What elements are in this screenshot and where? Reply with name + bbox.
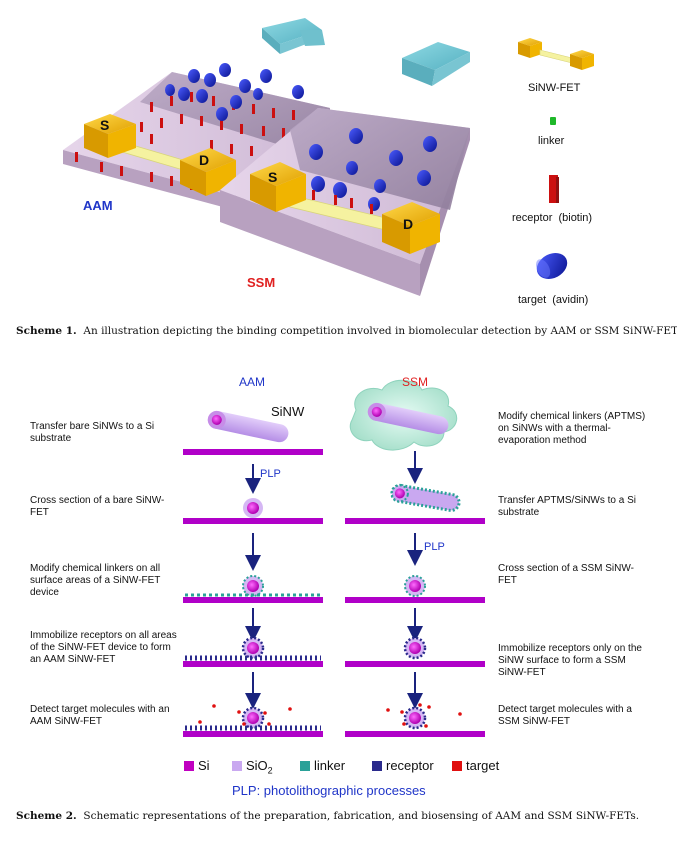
ssm-column-header: SSM xyxy=(402,375,429,389)
scheme1-caption: Scheme 1. An illustration depicting the … xyxy=(16,324,677,338)
scheme2-caption: Scheme 2. Schematic representations of t… xyxy=(16,809,639,823)
aam-column-header: AAM xyxy=(239,375,266,389)
legend-linker: linker xyxy=(538,135,565,147)
right-step-5: Detect target molecules with a SSM SiNW-… xyxy=(498,704,632,727)
aam-sinw-fet xyxy=(84,114,236,196)
sinw-label: SiNW xyxy=(271,404,305,419)
left-step-1: Transfer bare SiNWs to a Si substrate xyxy=(30,421,155,444)
aam-label: AAM xyxy=(83,198,113,213)
scheme1-legend-icons xyxy=(518,38,594,279)
legend-linker-2: linker xyxy=(314,758,346,773)
plp-note: PLP: photolithographic processes xyxy=(232,783,426,798)
aam-plp-label: PLP xyxy=(260,468,281,480)
left-step-4: Immobilize receptors on all areas of the… xyxy=(30,630,177,665)
ssm-label: SSM xyxy=(247,275,276,290)
legend-sinw-fet: SiNW-FET xyxy=(528,82,581,94)
left-step-2: Cross section of a bare SiNW-FET xyxy=(30,495,165,518)
scheme2-caption-text: Schematic representations of the prepara… xyxy=(83,810,640,822)
ssm-plp-label: PLP xyxy=(424,541,445,553)
scheme1-caption-label: Scheme 1. xyxy=(16,325,77,337)
scheme2-caption-label: Scheme 2. xyxy=(16,810,77,822)
ssm-drain-label: D xyxy=(403,216,414,232)
legend-sio2-main: SiO xyxy=(246,758,268,773)
right-step-3: Cross section of a SSM SiNW-FET xyxy=(498,563,634,586)
right-step-4: Immobilize receptors only on the SiNW su… xyxy=(498,643,642,678)
left-step-3: Modify chemical linkers on all surface a… xyxy=(30,563,161,598)
cyan-block-1 xyxy=(262,18,325,54)
aam-targets xyxy=(165,63,304,121)
ssm-source-label: S xyxy=(268,169,278,185)
legend-receptor-2: receptor xyxy=(386,758,434,773)
left-step-5: Detect target molecules with an AAM SiNW… xyxy=(30,704,170,727)
ssm-targets xyxy=(309,128,437,211)
legend-target: target (avidin) xyxy=(518,294,589,306)
drain-label: D xyxy=(199,152,210,168)
right-step-2: Transfer APTMS/SiNWs to a Si substrate xyxy=(498,495,636,518)
legend-sio2-sub: 2 xyxy=(267,765,273,776)
legend-si: Si xyxy=(198,758,210,773)
scheme1-caption-text: An illustration depicting the binding co… xyxy=(83,325,677,337)
right-step-1: Modify chemical linkers (APTMS) on SiNWs… xyxy=(498,411,646,446)
legend-sio2: SiO2 xyxy=(246,759,273,778)
legend-receptor: receptor (biotin) xyxy=(512,212,593,224)
ssm-sinw-fet xyxy=(250,162,440,254)
source-label: S xyxy=(100,117,110,133)
cyan-block-2 xyxy=(402,42,470,86)
legend-target-2: target xyxy=(466,758,500,773)
